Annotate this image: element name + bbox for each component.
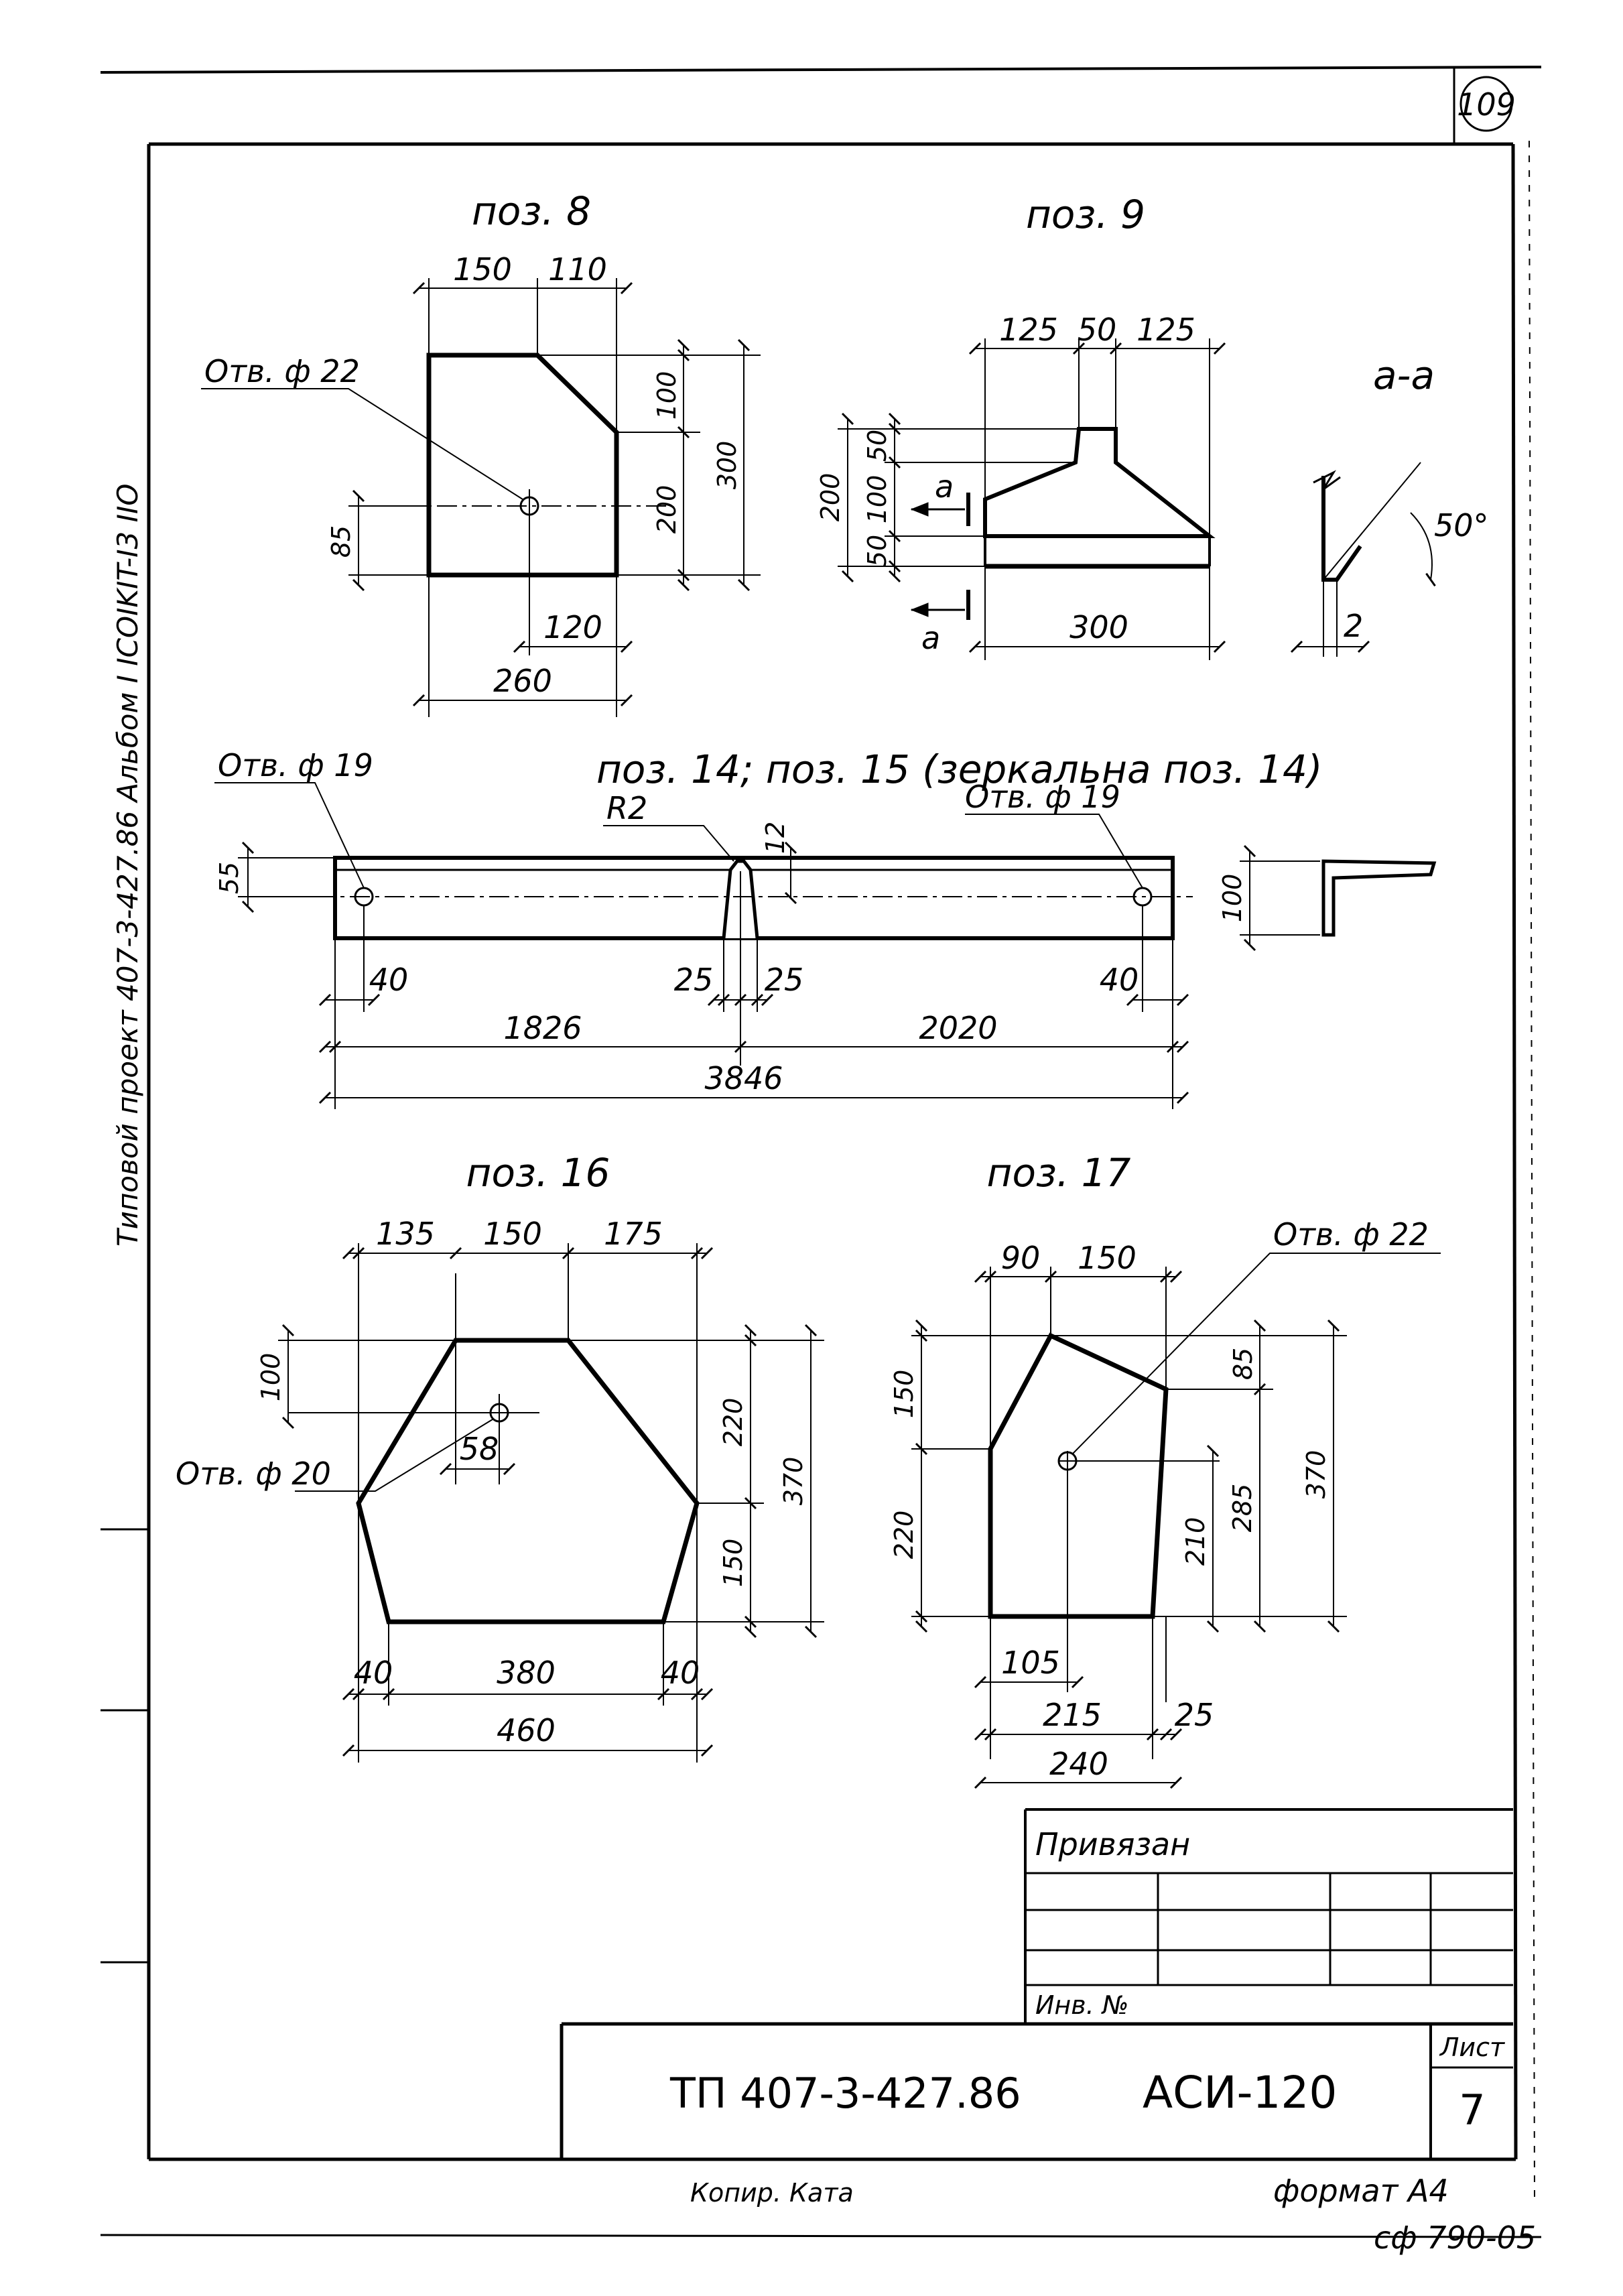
- section-aa-title: а-а: [1373, 353, 1435, 398]
- poz16-view: поз. 16 135 150 175 100 58 220 150 370 4…: [176, 1150, 824, 1763]
- poz14-radius: R2: [606, 790, 647, 826]
- poz14-title: поз. 14; поз. 15 (зеркальна поз. 14): [596, 747, 1323, 792]
- side-stamp-text: Типовой проект 407-3-427.86 Альбом I ICO…: [111, 484, 144, 1247]
- poz14-view: поз. 14; поз. 15 (зеркальна поз. 14): [214, 747, 1437, 1109]
- poz14-dim-55: 55: [214, 862, 244, 894]
- poz8-title: поз. 8: [472, 188, 591, 234]
- poz17-dim-210: 210: [1181, 1517, 1210, 1566]
- title-block-inv: Инв. №: [1035, 1990, 1128, 2020]
- sheet-number-stamp: 109: [1457, 76, 1516, 132]
- poz9-dim-300: 300: [1069, 609, 1128, 645]
- poz14-dim-1826: 1826: [503, 1010, 582, 1046]
- poz9-dim-50: 50: [1078, 312, 1117, 348]
- sheet-code: сф 790-05: [1374, 2220, 1536, 2256]
- poz8-dim-120: 120: [543, 609, 602, 645]
- poz16-dim-100: 100: [256, 1353, 285, 1402]
- poz9-dim-100: 100: [862, 475, 892, 524]
- poz14-dim-40-left: 40: [369, 962, 409, 998]
- poz16-hole-label: Отв. ф 20: [176, 1456, 331, 1492]
- poz8-dim-85: 85: [326, 525, 356, 558]
- title-block: [560, 1808, 1513, 2159]
- poz16-dim-150-vertical: 150: [718, 1539, 748, 1588]
- poz14-dim-25-left: 25: [674, 962, 714, 998]
- poz17-dim-220: 220: [889, 1511, 919, 1559]
- poz17-dim-240: 240: [1049, 1746, 1108, 1782]
- poz17-dim-25: 25: [1175, 1697, 1214, 1733]
- poz16-dim-40-left: 40: [354, 1655, 393, 1691]
- poz8-dim-110: 110: [548, 251, 607, 288]
- poz8-dim-200: 200: [652, 485, 681, 534]
- poz8-plate: [426, 353, 619, 578]
- title-block-mark: АСИ-120: [1143, 2067, 1337, 2118]
- poz16-title: поз. 16: [466, 1150, 610, 1196]
- poz8-dim-260: 260: [493, 663, 552, 699]
- poz9-section-mark-top: а: [935, 468, 954, 505]
- poz9-title: поз. 9: [1026, 192, 1145, 237]
- poz17-dim-150: 150: [1078, 1240, 1137, 1276]
- poz17-dim-105: 105: [1001, 1645, 1060, 1681]
- poz8-dim-150: 150: [453, 251, 512, 288]
- poz14-dim-2020: 2020: [919, 1010, 997, 1046]
- poz14-dim-12: 12: [761, 822, 790, 854]
- poz17-dim-150-vertical: 150: [889, 1370, 919, 1419]
- poz9-dim-125-left: 125: [999, 312, 1058, 348]
- poz9-dim-125-right: 125: [1137, 312, 1195, 348]
- poz9-dim-200: 200: [816, 473, 845, 522]
- poz17-plate: [988, 1332, 1169, 1619]
- poz9-dim-50-bottom: 50: [862, 535, 892, 567]
- poz16-dim-40-right: 40: [661, 1655, 700, 1691]
- poz14-dim-3846: 3846: [704, 1060, 783, 1096]
- title-block-sheet-number: 7: [1459, 2086, 1485, 2134]
- poz8-dim-300: 300: [712, 441, 742, 490]
- sheet-frame: [100, 66, 1542, 2238]
- sheet-format: формат А4: [1273, 2173, 1449, 2209]
- poz14-dim-100: 100: [1218, 874, 1247, 923]
- copy-note: Копир. Ката: [690, 2178, 854, 2208]
- poz16-dim-220: 220: [718, 1398, 748, 1447]
- poz16-dim-150: 150: [483, 1216, 542, 1252]
- poz16-dim-135: 135: [376, 1216, 435, 1252]
- poz8-view: поз. 8 150 110 100 200 300 85: [201, 188, 761, 717]
- title-block-privyazan: Привязан: [1035, 1826, 1190, 1862]
- poz14-hole-right-label: Отв. ф 19: [965, 779, 1120, 815]
- poz17-view: поз. 17 90 150 85 150 220 210 285 37: [889, 1150, 1441, 1789]
- poz14-dim-40-right: 40: [1100, 962, 1139, 998]
- poz16-dim-370: 370: [779, 1457, 808, 1506]
- poz17-title: поз. 17: [987, 1150, 1131, 1196]
- poz9-dim-50-top: 50: [862, 430, 892, 462]
- section-aa-angle: 50°: [1434, 507, 1489, 544]
- poz16-dim-175: 175: [604, 1216, 663, 1252]
- poz14-hole-left-label: Отв. ф 19: [218, 747, 373, 783]
- poz8-hole-label: Отв. ф 22: [204, 353, 360, 389]
- poz9-plate: [983, 427, 1216, 538]
- poz9-section-mark-bottom: а: [921, 620, 940, 656]
- title-block-sheet-label: Лист: [1439, 2033, 1506, 2062]
- sheet-number: 109: [1457, 86, 1516, 123]
- poz17-dim-85: 85: [1228, 1348, 1258, 1380]
- title-block-document: ТП 407-3-427.86: [669, 2069, 1021, 2118]
- section-aa-dim-2: 2: [1344, 608, 1363, 644]
- poz16-plate: [356, 1338, 700, 1624]
- poz9-view: поз. 9 а а 125 50 125 200: [816, 192, 1226, 660]
- poz16-dim-58: 58: [460, 1431, 499, 1467]
- poz17-dim-285: 285: [1228, 1484, 1257, 1533]
- poz17-hole-label: Отв. ф 22: [1273, 1216, 1429, 1253]
- poz14-dim-25-right: 25: [765, 962, 804, 998]
- poz17-dim-215: 215: [1043, 1697, 1102, 1733]
- section-aa-view: а-а 50° 2: [1290, 353, 1489, 657]
- poz8-dim-100: 100: [652, 371, 681, 420]
- poz17-dim-90: 90: [1001, 1240, 1041, 1276]
- poz17-dim-370: 370: [1301, 1450, 1331, 1499]
- poz16-dim-460: 460: [497, 1712, 556, 1748]
- poz16-dim-380: 380: [497, 1655, 556, 1691]
